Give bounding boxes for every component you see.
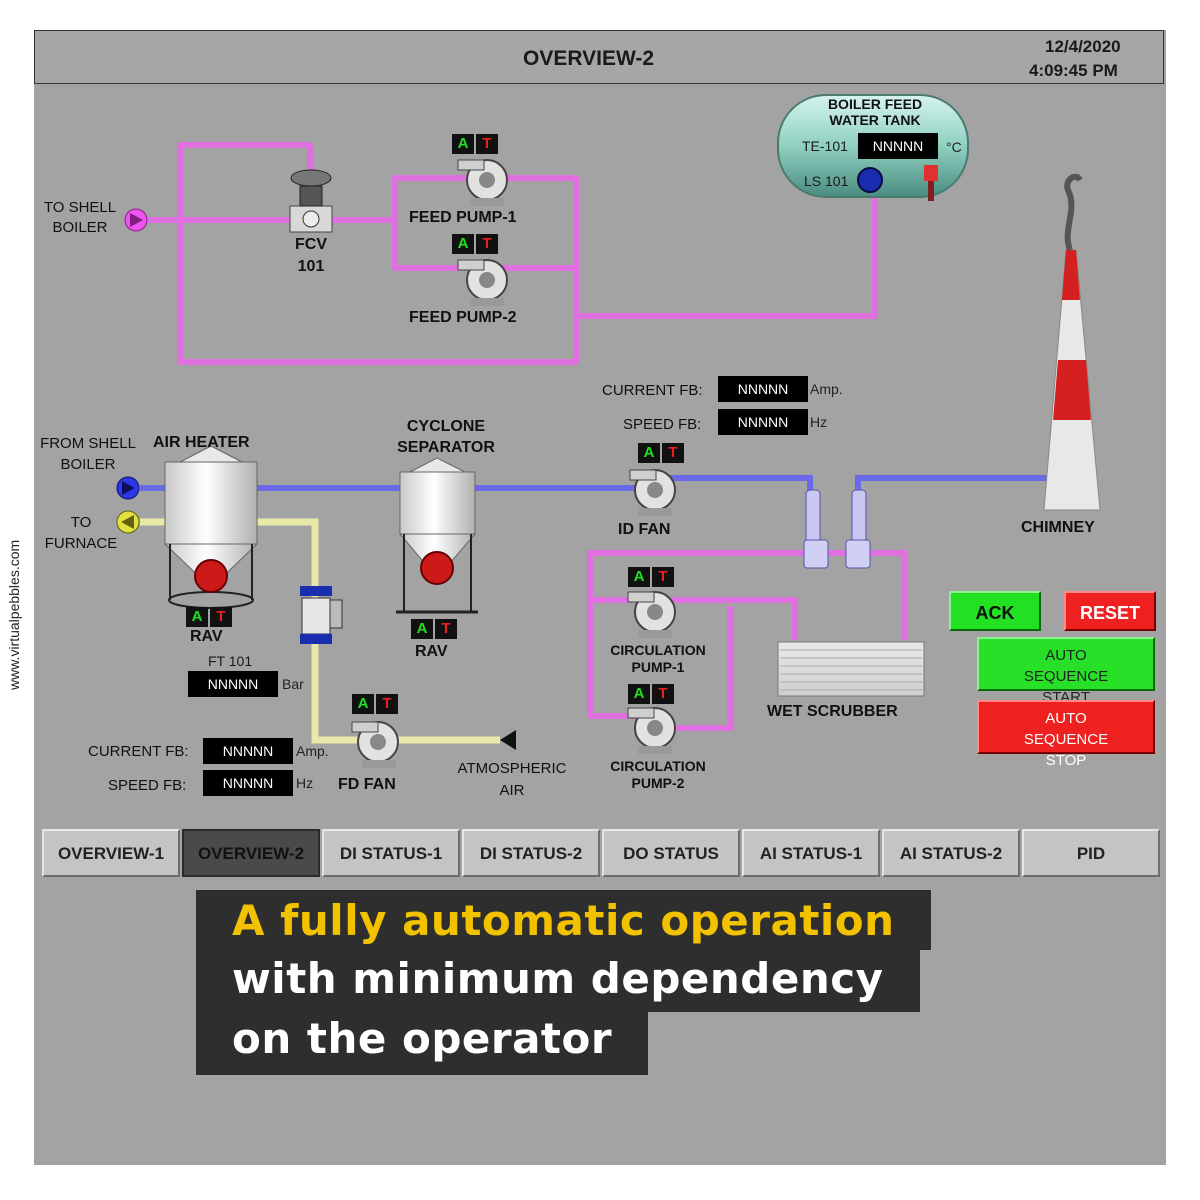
wet-scrubber-label: WET SCRUBBER xyxy=(767,703,898,720)
id-speed-unit: Hz xyxy=(810,414,828,430)
scrubber-ducts xyxy=(803,489,871,569)
circulation-pump-1-icon xyxy=(627,591,676,638)
date-display: 12/4/2020 xyxy=(1045,37,1121,56)
pipe-to-chimney xyxy=(855,475,1050,505)
atmospheric-air-inlet-icon xyxy=(500,730,516,750)
ft-unit: Bar xyxy=(282,676,304,692)
feed-water-pipes xyxy=(148,142,878,365)
pipe-id-fan-out xyxy=(660,475,813,505)
fd-speed-unit: Hz xyxy=(296,775,314,791)
fd-fan-label: FD FAN xyxy=(338,776,396,793)
cyclone-separator-icon xyxy=(396,457,478,614)
tab-do-status[interactable]: DO STATUS xyxy=(602,829,740,877)
pipe-from-tank xyxy=(576,195,878,319)
air-pipes xyxy=(140,475,1050,505)
flow-meter-icon xyxy=(300,586,343,644)
tab-di-status-1[interactable]: DI STATUS-1 xyxy=(322,829,460,877)
atmospheric-air-label: ATMOSPHERIC AIR xyxy=(457,760,567,799)
auto-sequence-stop-button[interactable]: AUTO SEQUENCE STOP xyxy=(977,700,1155,769)
tab-overview-1[interactable]: OVERVIEW-1 xyxy=(42,829,180,877)
reset-button[interactable]: RESET xyxy=(1064,591,1156,631)
ft-value: NNNNN xyxy=(188,671,278,697)
caption-line-1: A fully automatic operation xyxy=(196,890,931,950)
pipe-bypass-loop xyxy=(177,142,579,365)
rav-2-label: RAV xyxy=(415,643,448,660)
id-speed-label: SPEED FB: xyxy=(623,416,702,433)
id-fan-icon xyxy=(629,469,676,516)
rav-1-label: RAV xyxy=(190,628,223,645)
time-display: 4:09:45 PM xyxy=(1029,61,1118,80)
level-switch-icon xyxy=(857,167,883,193)
tab-ai-status-2[interactable]: AI STATUS-2 xyxy=(882,829,1020,877)
to-shell-boiler-label: TO SHELL BOILER xyxy=(43,199,117,236)
title-bar: OVERVIEW-2 12/4/2020 4:09:45 PM xyxy=(34,30,1164,84)
tab-ai-status-1[interactable]: AI STATUS-1 xyxy=(742,829,880,877)
fcv-label: FCV 101 xyxy=(295,236,327,275)
rav-valve-icon xyxy=(194,559,228,593)
feed-pump-2-icon xyxy=(457,259,508,306)
fd-fan-icon xyxy=(351,721,399,768)
te-value: NNNNN xyxy=(858,133,938,159)
caption-overlay: A fully automatic operation with minimum… xyxy=(196,890,956,1075)
ls-tag: LS 101 xyxy=(804,173,849,189)
fcv-valve-icon xyxy=(289,169,333,233)
ft-tag: FT 101 xyxy=(208,653,253,669)
chimney-label: CHIMNEY xyxy=(1021,519,1095,536)
feed-pump-1-icon xyxy=(457,159,508,206)
tab-pid[interactable]: PID xyxy=(1022,829,1160,877)
tab-overview-2[interactable]: OVERVIEW-2 xyxy=(182,829,320,877)
te-unit: °C xyxy=(946,139,962,155)
rav-valve-icon-2 xyxy=(420,551,454,585)
fd-current-label: CURRENT FB: xyxy=(88,743,189,760)
from-shell-boiler-label: FROM SHELL BOILER xyxy=(40,435,136,473)
pipe-circ-pump2-out xyxy=(660,606,733,731)
feed-pump-1-label: FEED PUMP-1 xyxy=(409,209,517,226)
id-current-value: NNNNN xyxy=(718,376,808,402)
id-speed-value: NNNNN xyxy=(718,409,808,435)
wet-scrubber-icon xyxy=(777,641,925,697)
caption-line-2: with minimum dependency xyxy=(196,950,920,1012)
caption-line-3: on the operator xyxy=(196,1012,649,1075)
circ-pump-1-label: CIRCULATION PUMP-1 xyxy=(610,642,706,675)
watermark-url: www.virtualpebbles.com xyxy=(6,539,22,690)
pipe-circ-pump1-out xyxy=(590,597,798,640)
fd-speed-value: NNNNN xyxy=(203,770,293,796)
id-fan-label: ID FAN xyxy=(618,521,671,538)
circulation-pump-2-icon xyxy=(627,707,676,754)
circ-pump-2-label: CIRCULATION PUMP-2 xyxy=(610,758,706,791)
auto-sequence-start-button[interactable]: AUTO SEQUENCE START xyxy=(977,637,1155,706)
cyclone-separator-label: CYCLONE SEPARATOR xyxy=(397,418,495,456)
pipe-circ-loop-outer xyxy=(587,550,908,719)
te-tag: TE-101 xyxy=(802,138,848,154)
tab-di-status-2[interactable]: DI STATUS-2 xyxy=(462,829,600,877)
fd-speed-label: SPEED FB: xyxy=(108,777,187,794)
chimney-icon xyxy=(1043,173,1101,511)
tank-label: BOILER FEED WATER TANK xyxy=(827,96,923,128)
air-heater-icon xyxy=(163,445,259,609)
fd-current-unit: Amp. xyxy=(296,743,329,759)
id-current-label: CURRENT FB: xyxy=(602,382,703,399)
feed-pump-2-label: FEED PUMP-2 xyxy=(409,309,517,326)
ack-button[interactable]: ACK xyxy=(949,591,1041,631)
to-furnace-label: TO FURNACE xyxy=(44,514,118,552)
page-title: OVERVIEW-2 xyxy=(523,47,655,70)
fd-current-value: NNNNN xyxy=(203,738,293,764)
id-current-unit: Amp. xyxy=(810,381,843,397)
air-heater-label: AIR HEATER xyxy=(153,434,250,451)
